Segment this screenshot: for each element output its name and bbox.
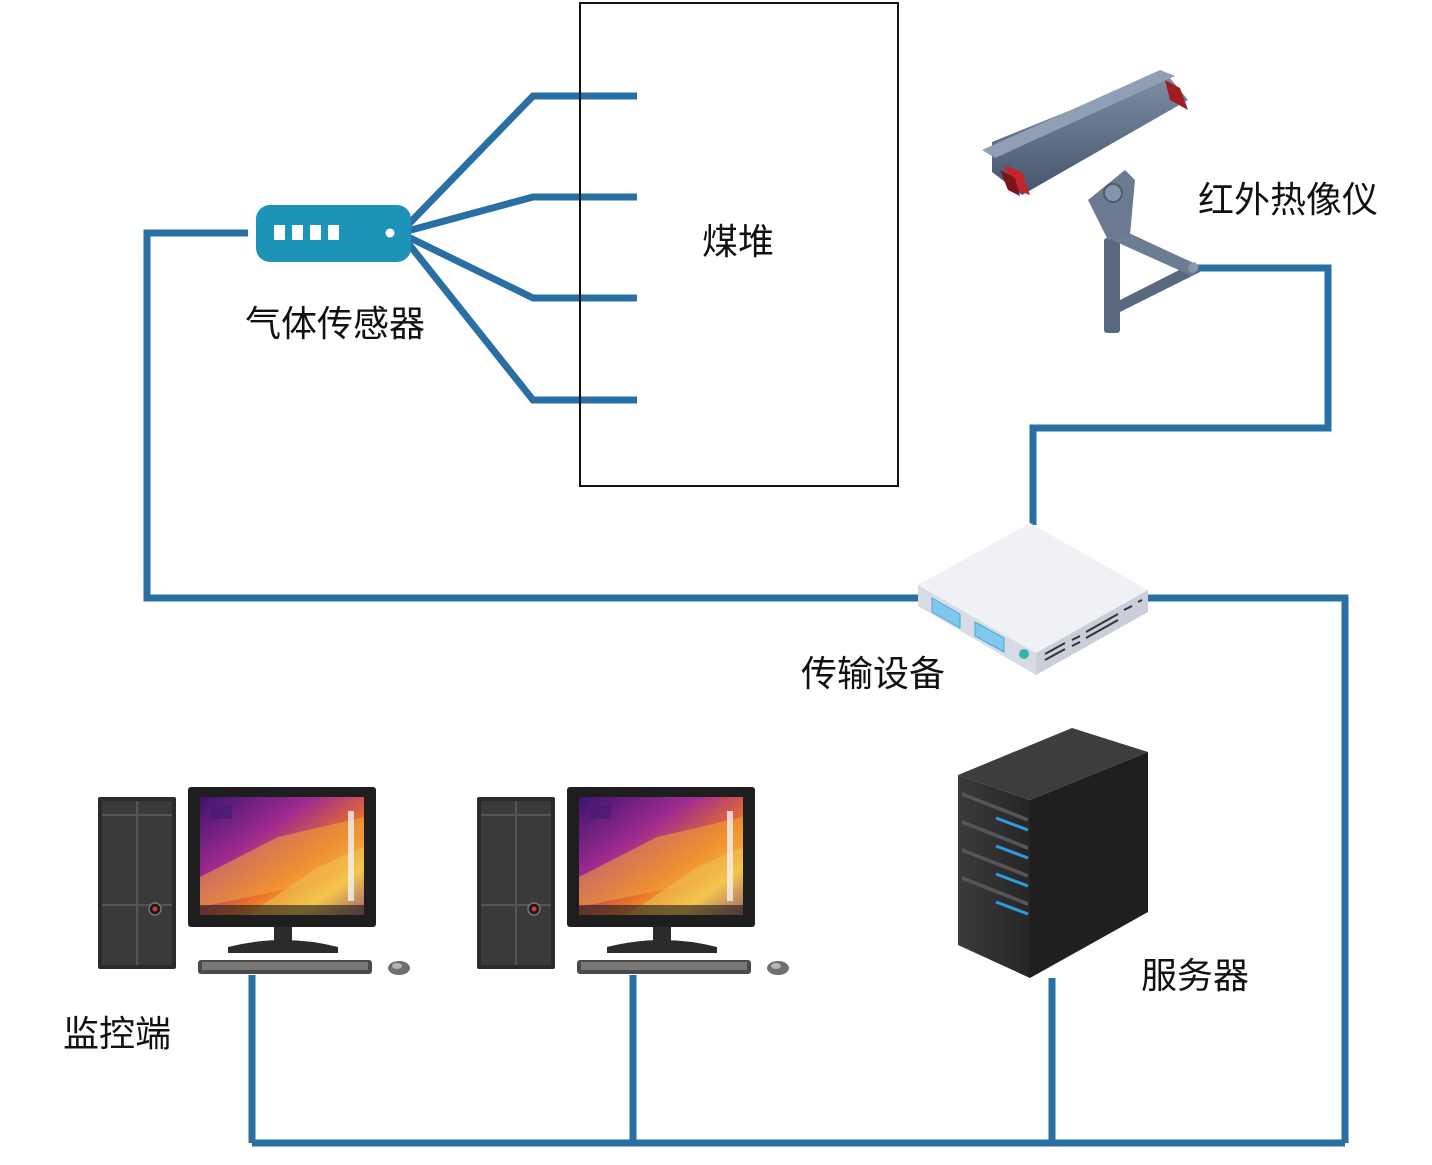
gas-sensor: 气体传感器 xyxy=(245,205,425,345)
probe-line-2 xyxy=(399,193,637,237)
coal-pile-label: 煤堆 xyxy=(702,222,774,263)
camera-to-transmission-line xyxy=(1029,264,1332,525)
thermal-camera: 红外热像仪 xyxy=(982,70,1378,333)
computer-icon xyxy=(476,786,790,976)
server: 服务器 xyxy=(958,728,1249,997)
server-label: 服务器 xyxy=(1141,956,1249,997)
probe-line-1 xyxy=(397,92,637,236)
probe-line-3 xyxy=(398,229,637,302)
router-icon xyxy=(918,523,1148,675)
connection-lines xyxy=(143,92,1349,1147)
transmission-to-bus-line xyxy=(1146,594,1349,1143)
monitor-terminal-label: 监控端 xyxy=(63,1014,171,1055)
sensor-to-transmission-line xyxy=(143,229,922,602)
coal-pile: 煤堆 xyxy=(579,2,899,487)
computer-icon xyxy=(97,786,411,976)
server-icon xyxy=(958,728,1148,978)
probe-line-4 xyxy=(397,230,637,404)
camera-icon xyxy=(982,70,1200,333)
monitor-terminal: 监控端 xyxy=(63,786,790,1055)
coal-pile-box xyxy=(579,2,899,487)
thermal-camera-label: 红外热像仪 xyxy=(1198,180,1378,221)
transmission-device: 传输设备 xyxy=(801,523,1148,695)
gas-sensor-label: 气体传感器 xyxy=(245,304,425,345)
transmission-label: 传输设备 xyxy=(801,654,945,695)
sensor-icon xyxy=(256,205,411,262)
